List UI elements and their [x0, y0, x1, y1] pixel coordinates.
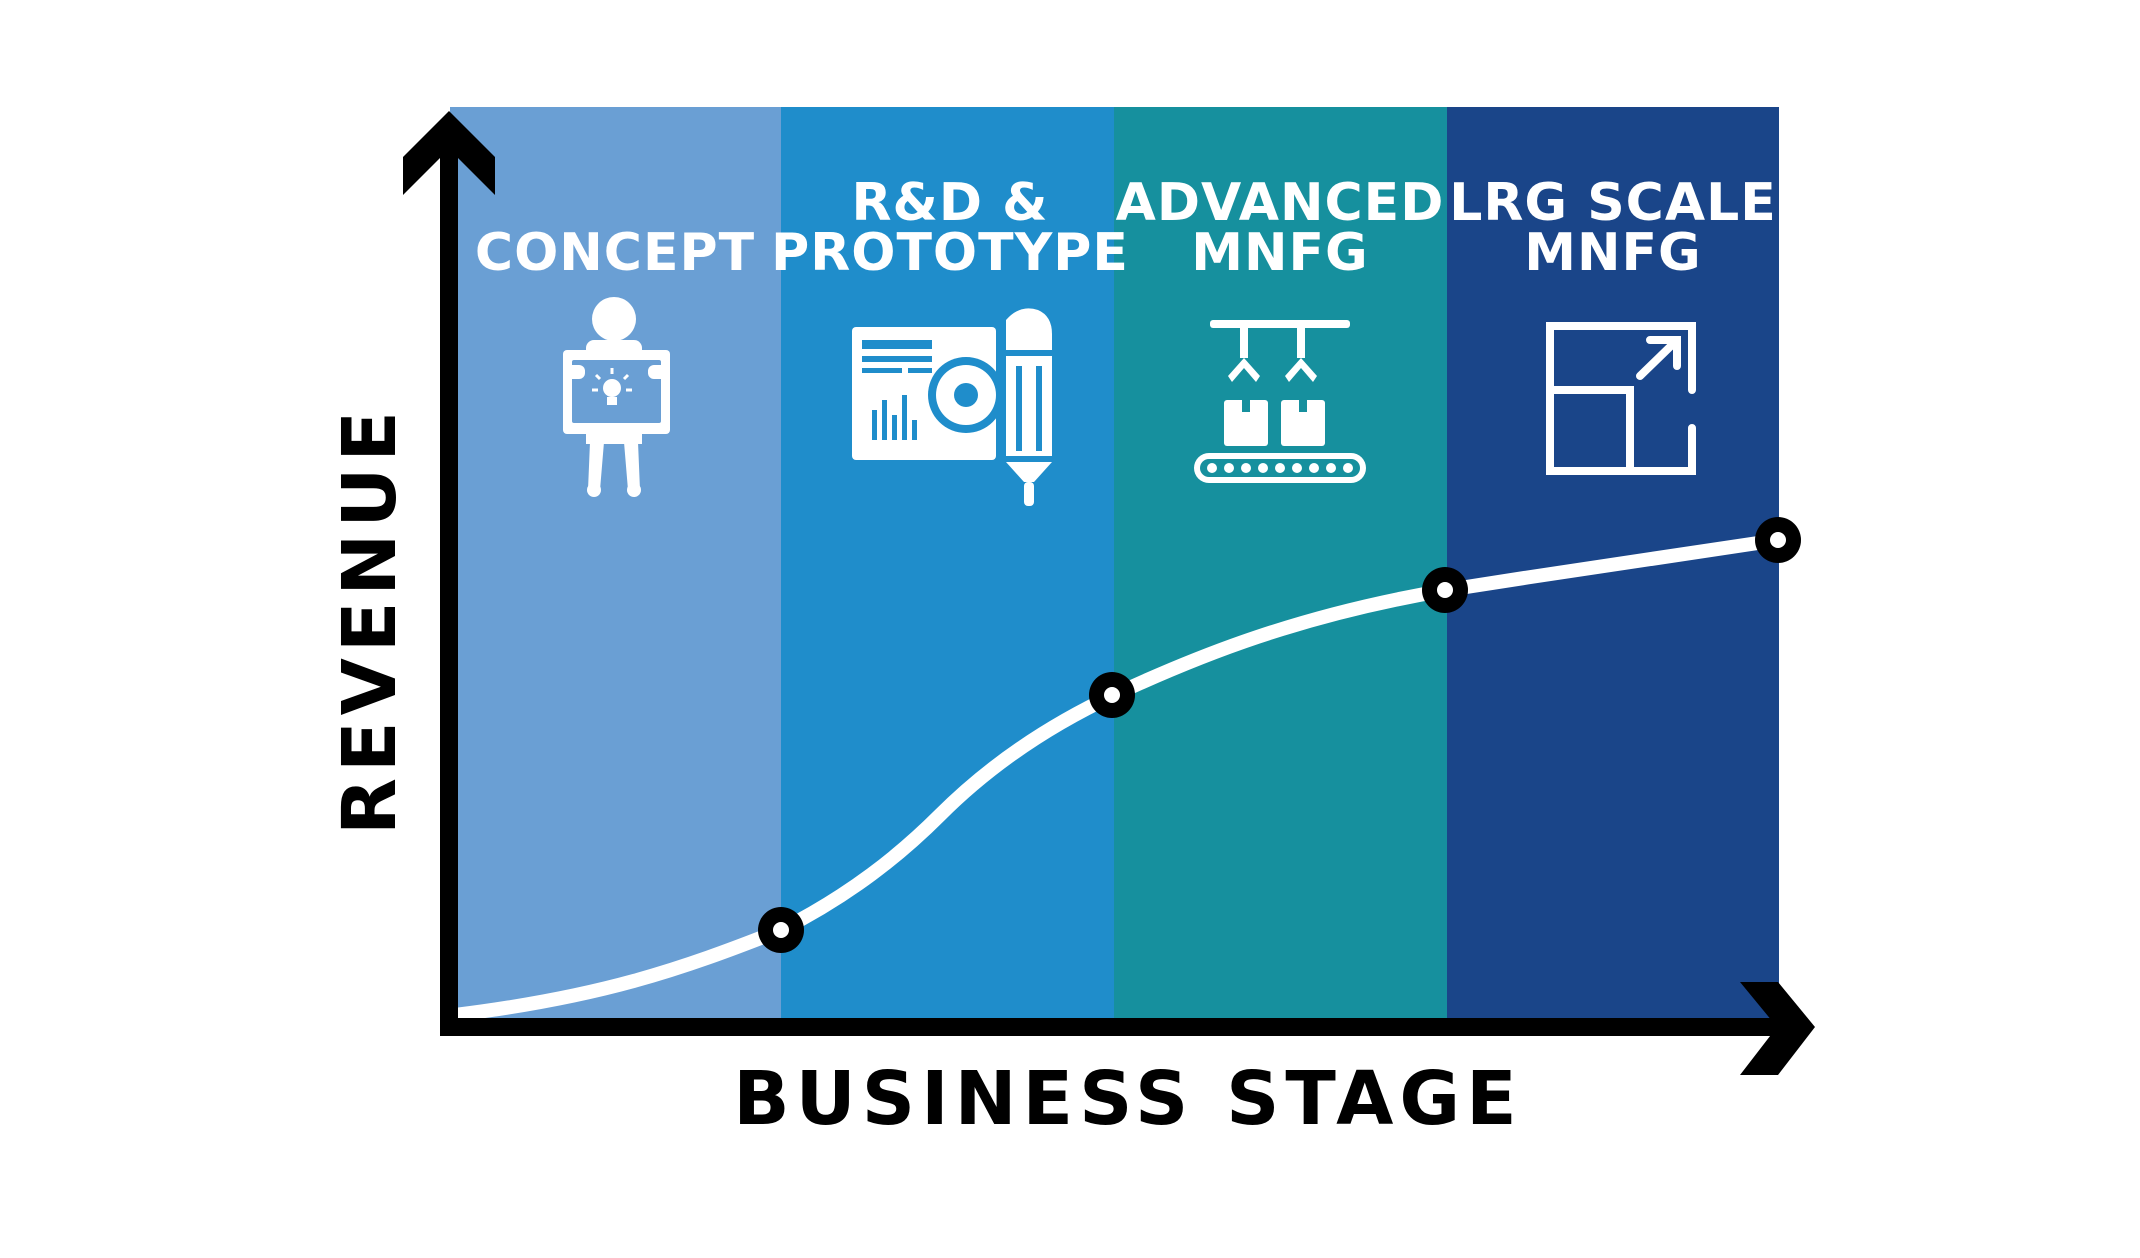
blueprint-gear-pencil-icon — [852, 308, 1052, 506]
stage-band-concept — [450, 107, 781, 1019]
stage-label-lrg-line1: LRG SCALE — [1449, 173, 1776, 233]
stage-marker-advanced-mnfg — [1422, 567, 1468, 613]
stage-label-lrg-line2: MNFG — [1524, 223, 1701, 283]
y-axis-line — [440, 132, 458, 1028]
stage-label-rd-line1: R&D & — [851, 173, 1048, 233]
y-axis-label: REVENUE — [327, 405, 413, 835]
stage-label-advanced-line2: MNFG — [1191, 223, 1368, 283]
x-axis-line — [440, 1018, 1785, 1036]
x-axis-label: BUSINESS STAGE — [733, 1056, 1522, 1142]
revenue-curve — [448, 533, 1785, 1022]
person-presenting-idea-icon — [563, 297, 670, 497]
y-axis-arrowhead — [403, 111, 495, 195]
stage-band-rd-prototype — [781, 107, 1114, 1019]
stage-marker-concept — [758, 907, 804, 953]
x-axis-arrowhead — [1740, 982, 1815, 1075]
stage-marker-lrg-scale-mnfg — [1755, 517, 1801, 563]
axes — [403, 111, 1815, 1075]
scale-up-expand-icon — [1546, 322, 1696, 475]
stage-label-rd-line2: PROTOTYPE — [771, 223, 1129, 283]
robotic-assembly-line-icon — [1194, 320, 1366, 483]
stage-band-advanced-mnfg — [1114, 107, 1447, 1019]
stage-label-concept: CONCEPT — [475, 223, 755, 283]
stage-marker-rd-prototype — [1089, 672, 1135, 718]
stage-label-advanced-line1: ADVANCED — [1116, 173, 1445, 233]
